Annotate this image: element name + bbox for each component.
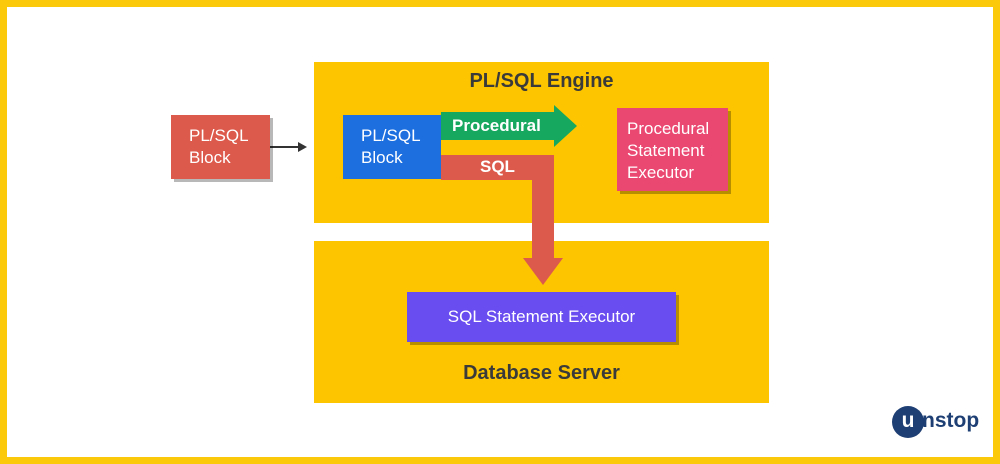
procedural-statement-executor: Procedural Statement Executor <box>617 108 728 191</box>
sql-arrow-label: SQL <box>480 157 515 176</box>
procedural-arrow <box>441 105 577 147</box>
outer-block-line-2: Block <box>189 148 231 167</box>
logo-wordmark: nstop <box>922 409 980 432</box>
plsql-block-outer: PL/SQL Block <box>171 115 270 179</box>
outer-block-line-1: PL/SQL <box>189 126 249 145</box>
unstop-logo: u nstop <box>892 406 980 440</box>
logo-badge-letter: u <box>901 409 915 432</box>
sql-arrow <box>441 155 563 285</box>
server-title: Database Server <box>463 362 620 384</box>
input-arrow-head <box>298 142 307 152</box>
plsql-block-inner: PL/SQL Block <box>343 115 441 179</box>
inner-block-line-1: PL/SQL <box>361 126 421 145</box>
inner-block-line-2: Block <box>361 148 403 167</box>
proc-exec-line-1: Procedural <box>627 119 710 138</box>
sql-statement-executor: SQL Statement Executor <box>407 292 676 342</box>
engine-title: PL/SQL Engine <box>469 70 614 92</box>
logo-badge <box>892 406 924 438</box>
proc-exec-line-2: Statement <box>627 141 705 160</box>
proc-exec-line-3: Executor <box>627 163 695 182</box>
procedural-arrow-label: Procedural <box>452 116 541 135</box>
